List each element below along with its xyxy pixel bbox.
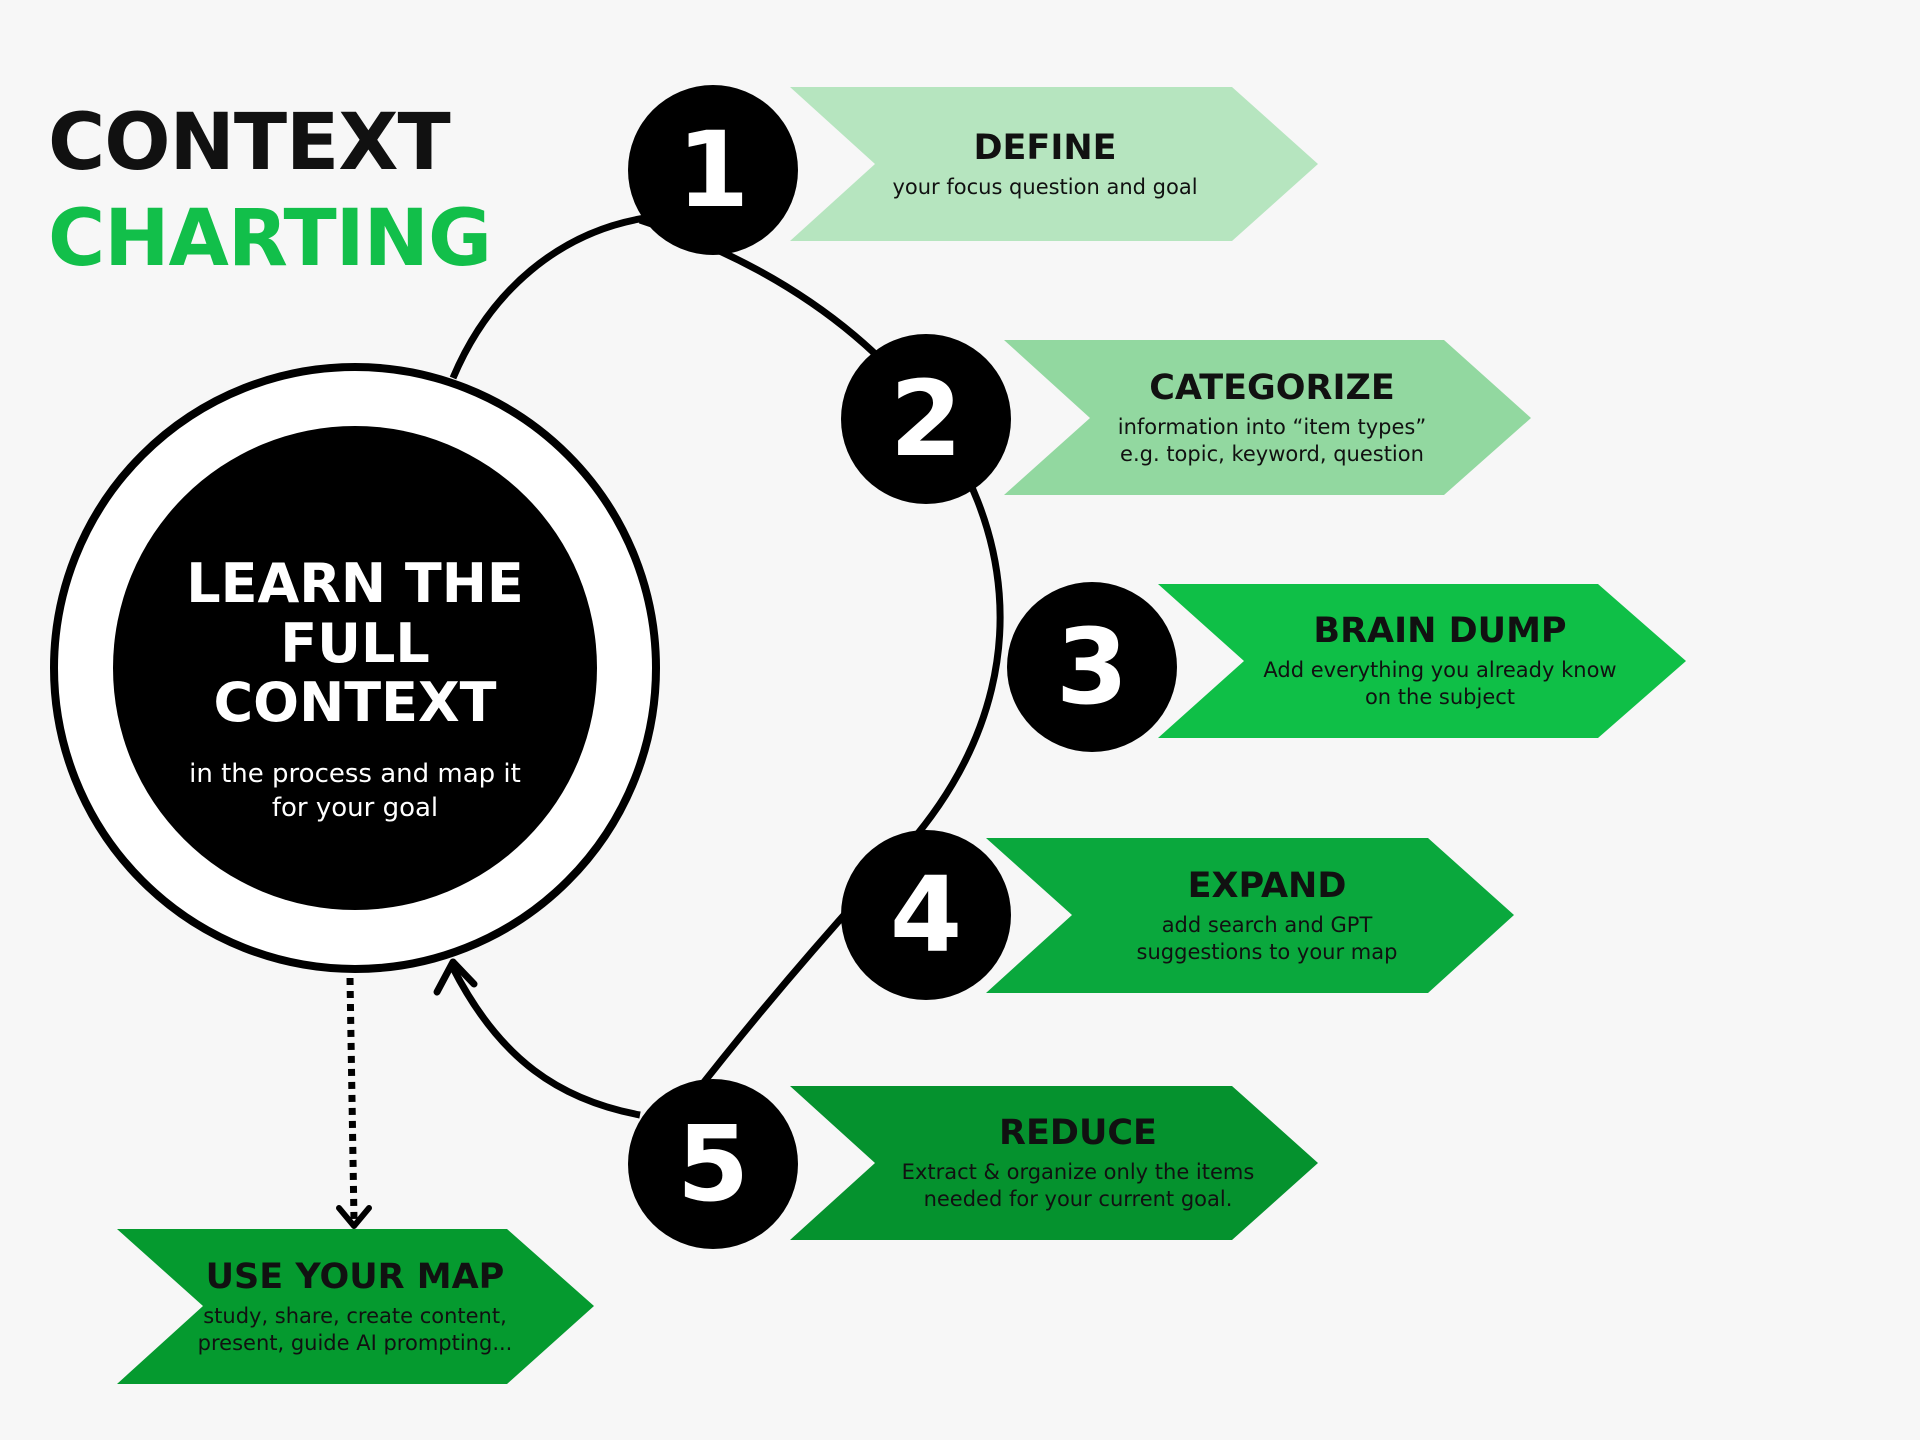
title-context: CONTEXT — [48, 98, 451, 188]
step-4-text: EXPAND add search and GPT suggestions to… — [1060, 838, 1474, 993]
step-2-number: 2 — [889, 358, 963, 480]
step-2-circle — [841, 334, 1011, 504]
step-2-desc-line: e.g. topic, keyword, question — [1120, 441, 1424, 466]
step-2-text: CATEGORIZE information into “item types”… — [1076, 340, 1468, 495]
step-3-text: BRAIN DUMP Add everything you already kn… — [1232, 584, 1648, 738]
step-4-number: 4 — [889, 854, 963, 976]
step-4-desc-line: add search and GPT — [1161, 912, 1373, 937]
step-5-number: 5 — [676, 1103, 750, 1225]
step-3-circle — [1007, 582, 1177, 752]
center-subtitle-line: in the process and map it — [189, 759, 521, 790]
step-3-title: BRAIN DUMP — [1313, 611, 1567, 652]
step-2-desc: information into “item types” e.g. topic… — [1118, 414, 1427, 467]
step-2-desc-line: information into “item types” — [1117, 414, 1427, 439]
cycle-arc-bottom-left — [449, 966, 641, 1119]
step-5-desc: Extract & organize only the items needed… — [902, 1159, 1255, 1212]
output-text: USE YOUR MAP study, share, create conten… — [192, 1229, 518, 1384]
center-text: LEARN THE FULL CONTEXT in the process an… — [113, 470, 597, 910]
step-3-desc-line: on the subject — [1364, 685, 1516, 710]
cycle-arrowhead-icon — [433, 958, 478, 996]
step-5-arrow — [790, 1086, 1318, 1240]
output-dotted-line — [346, 977, 358, 1221]
step-4-circle — [841, 830, 1011, 1000]
step-1-desc-line: your focus question and goal — [892, 174, 1198, 199]
output-desc-line: present, guide AI prompting... — [197, 1330, 513, 1355]
center-title-line: CONTEXT — [213, 670, 497, 734]
step-4-title: EXPAND — [1187, 865, 1347, 906]
step-5-desc-line: needed for your current goal. — [923, 1187, 1233, 1212]
step-1-text: DEFINE your focus question and goal — [860, 87, 1230, 241]
center-title-line: FULL — [280, 611, 430, 675]
step-2-title: CATEGORIZE — [1149, 367, 1395, 408]
step-3-desc: Add everything you already know on the s… — [1263, 657, 1616, 710]
center-title: LEARN THE FULL CONTEXT — [186, 552, 524, 734]
step-4-desc-line: suggestions to your map — [1136, 939, 1398, 964]
cycle-arc-top-left — [449, 214, 646, 380]
step-3-number: 3 — [1055, 606, 1129, 728]
step-1-arrow — [790, 87, 1318, 241]
title-charting: CHARTING — [48, 194, 492, 284]
step-3-desc-line: Add everything you already know — [1263, 658, 1617, 683]
step-5-title: REDUCE — [999, 1113, 1157, 1154]
center-subtitle-line: for your goal — [271, 793, 439, 824]
center-title-line: LEARN THE — [186, 552, 524, 616]
step-2-arrow — [1004, 340, 1531, 495]
step-4-desc: add search and GPT suggestions to your m… — [1137, 912, 1398, 965]
output-arrow — [117, 1229, 594, 1384]
step-4-arrow — [986, 838, 1514, 993]
step-1-desc: your focus question and goal — [892, 174, 1197, 201]
output-arrowhead-icon — [336, 1205, 372, 1229]
center-subtitle: in the process and map it for your goal — [189, 758, 521, 826]
center-core — [113, 426, 597, 910]
cycle-arc-right — [638, 216, 1004, 1103]
step-5-desc-line: Extract & organize only the items — [901, 1160, 1255, 1185]
step-1-circle — [628, 85, 798, 255]
step-5-text: REDUCE Extract & organize only the items… — [868, 1086, 1288, 1240]
step-3-arrow — [1158, 584, 1686, 738]
output-title: USE YOUR MAP — [205, 1256, 505, 1297]
step-1-number: 1 — [676, 109, 750, 231]
step-1-title: DEFINE — [973, 127, 1117, 168]
output-desc-line: study, share, create content, — [203, 1303, 507, 1328]
output-desc: study, share, create content, present, g… — [198, 1303, 513, 1356]
step-5-circle — [628, 1079, 798, 1249]
